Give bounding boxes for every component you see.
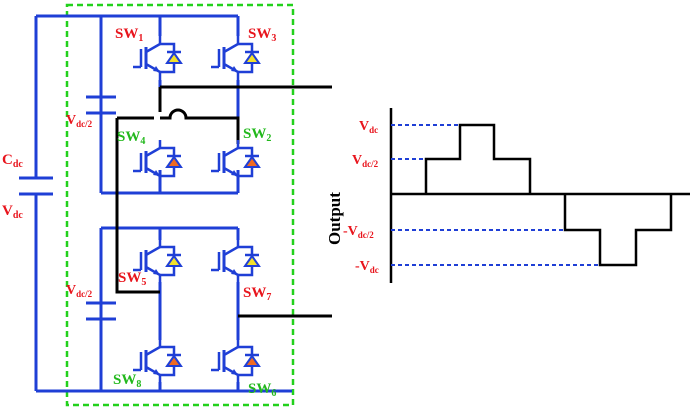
vdc-label: Vdc xyxy=(2,203,23,221)
sw6-igbt xyxy=(211,340,261,382)
level-label-vdc_half: Vdc/2 xyxy=(352,153,379,169)
sw6-label: SW6 xyxy=(248,381,276,399)
sw2-label: SW2 xyxy=(243,126,271,144)
output-waveform xyxy=(389,108,690,283)
inverter-enclosure xyxy=(65,3,295,407)
sw5-igbt xyxy=(133,240,183,282)
staircase-waveform xyxy=(424,123,673,267)
sw2-diode-icon xyxy=(243,155,261,168)
sw6-diode-icon xyxy=(243,354,261,367)
sw5-label: SW5 xyxy=(118,270,146,288)
vdc-half-bottom-label: Vdc/2 xyxy=(66,283,93,299)
sw4-igbt xyxy=(133,140,183,184)
sw7-diode-icon xyxy=(243,254,261,267)
cdc-label: Cdc xyxy=(2,152,23,170)
sw8-igbt xyxy=(133,340,183,382)
lower-bridge xyxy=(86,118,332,391)
sw4-diode-icon xyxy=(165,155,183,168)
sw1-igbt xyxy=(133,36,183,80)
sw8-diode-icon xyxy=(165,354,183,367)
upper-bridge xyxy=(86,14,332,195)
level-label-neg_vdc_half: -Vdc/2 xyxy=(343,224,374,240)
sw7-label: SW7 xyxy=(243,285,271,303)
sw1-diode-icon xyxy=(165,51,183,64)
level-label-vdc: Vdc xyxy=(359,119,378,135)
sw5-diode-icon xyxy=(165,254,183,267)
sw1-label: SW1 xyxy=(115,26,143,44)
sw3-igbt xyxy=(211,36,261,80)
sw4-label: SW4 xyxy=(117,129,145,147)
vdc-half-top-label: Vdc/2 xyxy=(66,113,93,129)
output-label: Output xyxy=(325,192,344,245)
sw2-igbt xyxy=(211,140,261,184)
switch-layer xyxy=(133,36,261,382)
sw3-label: SW3 xyxy=(248,26,276,44)
sw7-igbt xyxy=(211,240,261,282)
dc-link xyxy=(19,14,292,393)
level-label-neg_vdc: -Vdc xyxy=(355,259,379,275)
sw3-diode-icon xyxy=(243,51,261,64)
sw8-label: SW8 xyxy=(113,372,141,390)
